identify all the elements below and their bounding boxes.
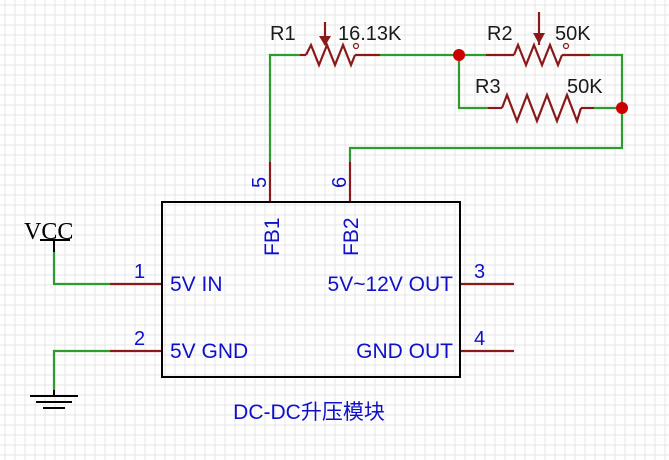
pin2-number: 2 bbox=[134, 328, 145, 350]
wire-vcc bbox=[52, 251, 110, 286]
wire-gnd bbox=[52, 349, 110, 390]
resistor-r1[interactable] bbox=[300, 22, 380, 68]
module-title: DC-DC升压模块 bbox=[233, 401, 385, 424]
vcc-power-symbol[interactable] bbox=[40, 239, 70, 252]
pin5-label: FB1 bbox=[261, 217, 284, 256]
pin1-label: 5V IN bbox=[170, 273, 223, 296]
resistor-r2[interactable] bbox=[486, 12, 590, 68]
pin6-label: FB2 bbox=[340, 217, 363, 256]
r2-value-label: 50K bbox=[555, 23, 591, 45]
wiper-arrow-icon bbox=[319, 22, 331, 46]
pin1-number: 1 bbox=[134, 261, 145, 283]
pin3-label: 5V~12V OUT bbox=[328, 273, 454, 296]
wire-fb1 bbox=[268, 53, 300, 162]
r1-ref-label: R1 bbox=[270, 23, 296, 45]
pin6-number: 6 bbox=[329, 177, 351, 188]
pin4-label: GND OUT bbox=[356, 340, 453, 363]
pin2-label: 5V GND bbox=[170, 340, 248, 363]
junction-dot-right bbox=[616, 102, 628, 114]
wires bbox=[52, 53, 624, 390]
pin5-number: 5 bbox=[249, 177, 271, 188]
vcc-label: VCC bbox=[24, 219, 73, 245]
ground-symbol-icon[interactable] bbox=[30, 390, 78, 409]
resistor-r3[interactable] bbox=[488, 91, 594, 125]
junction-dot-top bbox=[453, 49, 465, 61]
pin3-number: 3 bbox=[474, 261, 485, 283]
wiper-arrow-icon bbox=[533, 12, 545, 45]
dcdc-module-box[interactable] bbox=[161, 201, 461, 378]
r3-ref-label: R3 bbox=[475, 76, 501, 98]
wire-r2-right bbox=[590, 53, 624, 108]
r1-value-label: 16.13K bbox=[338, 23, 402, 45]
pin4-number: 4 bbox=[474, 328, 485, 350]
r3-value-label: 50K bbox=[567, 76, 603, 98]
pin-leads bbox=[110, 162, 514, 353]
wire-fb2 bbox=[348, 108, 624, 162]
r2-ref-label: R2 bbox=[487, 23, 513, 45]
wire-node-r3 bbox=[457, 55, 488, 110]
